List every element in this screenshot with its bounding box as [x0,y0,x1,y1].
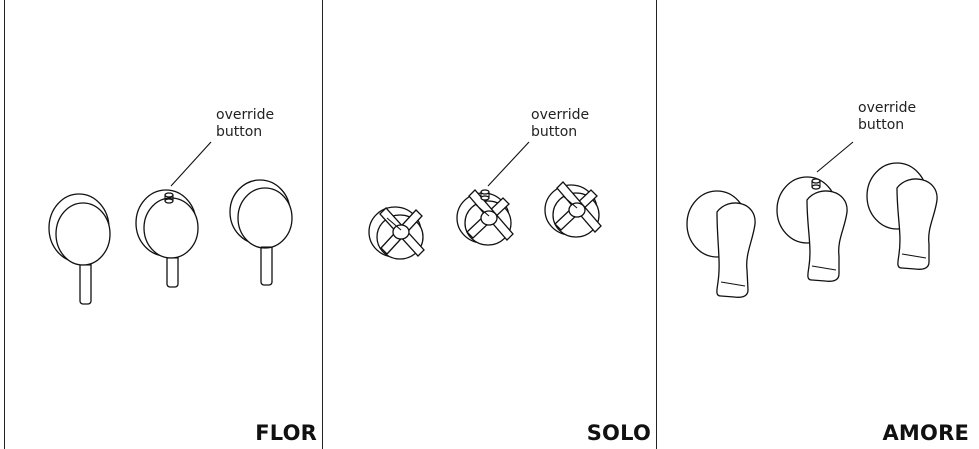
callout-line-1: override [531,107,590,123]
solo-cross-handle-icon [368,206,425,260]
solo-cross-handle-override-icon [456,189,514,246]
callout-line-2: button [531,124,578,140]
amore-lever-icon [686,190,756,298]
callout-line-1: override [216,107,275,123]
solo-callout-leader [487,141,530,187]
override-button-icon [164,192,174,204]
panel-title-flor: FLOR [255,421,317,445]
amore-lever-icon [866,162,938,270]
flor-callout-leader [170,141,212,187]
flor-center-mixer [135,189,199,288]
flor-mixer-icon [48,193,111,305]
amore-callout-leader [816,141,854,173]
solo-cross-handle-icon [544,181,602,238]
flor-left-mixer [48,193,111,305]
solo-center-mixer [456,189,514,246]
flor-right-mixer [229,179,293,286]
solo-override-callout: override button [531,107,589,141]
override-button-icon [480,189,490,201]
panel-solo: override button SOLO [323,0,656,449]
callout-line-2: button [858,117,905,133]
override-button-icon [811,178,821,190]
amore-drawing [686,141,938,298]
frame-left-border [4,0,5,449]
amore-override-callout: override button [858,100,916,134]
amore-center-mixer [776,176,848,282]
panel-title-solo: SOLO [586,421,651,445]
panel-title-amore: AMORE [882,421,969,445]
panel-divider-1 [322,0,323,449]
solo-right-mixer [544,181,602,238]
solo-drawing [368,141,602,260]
panel-flor: override button FLOR [5,0,322,449]
flor-mixer-icon [229,179,293,286]
solo-left-mixer [368,206,425,260]
panel-amore: override button AMORE [657,0,979,449]
amore-lever-override-icon [776,176,848,282]
panel-divider-2 [656,0,657,449]
callout-line-1: override [858,100,917,116]
callout-line-2: button [216,124,263,140]
flor-drawing [48,141,293,305]
flor-override-callout: override button [216,107,274,141]
amore-right-mixer [866,162,938,270]
amore-left-mixer [686,190,756,298]
flor-mixer-override-icon [135,189,199,288]
